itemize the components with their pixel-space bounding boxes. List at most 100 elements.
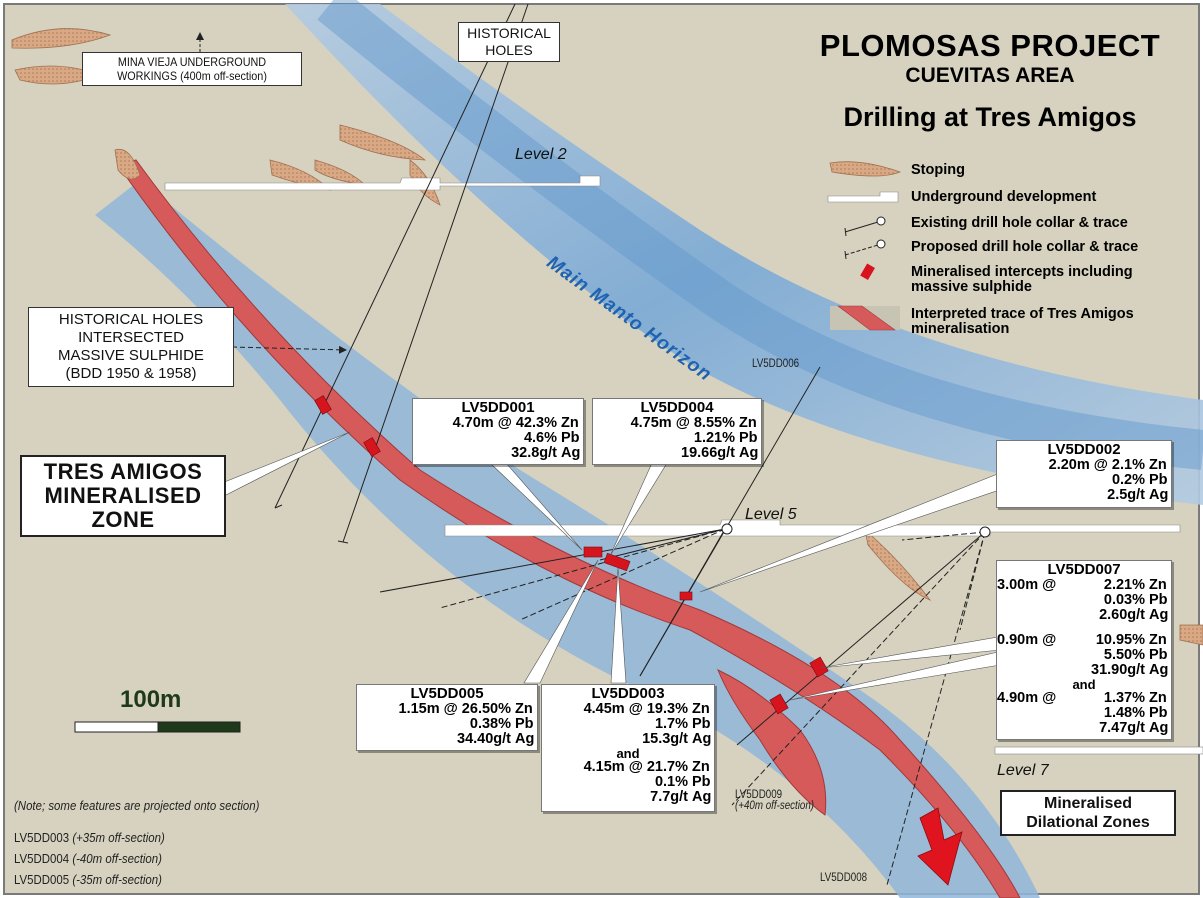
historical-sulphide-line1: HISTORICAL HOLES (58, 311, 204, 328)
main-manto-horizon (285, 4, 1203, 505)
and-separator: and (616, 746, 640, 761)
assay-row: 1.48%Pb (1103, 705, 1168, 721)
zone-line1: TRES AMIGOS (43, 459, 203, 484)
legend-existing: Existing drill hole collar & trace (911, 215, 1128, 231)
legend-existing-line (844, 221, 879, 233)
assay-row: 4.15m @ 21.7%Zn (583, 759, 710, 775)
assay-row: 0.1%Pb (654, 774, 711, 790)
hole-id: LV5DD005 (410, 685, 484, 702)
stoping-shapes (11, 28, 1203, 646)
legend-symbols (827, 161, 902, 331)
lv5dd006-label: LV5DD006 (752, 358, 800, 370)
lv5dd008-label: LV5DD008 (820, 872, 868, 884)
legend-proposed: Proposed drill hole collar & trace (911, 239, 1139, 255)
historical-holes-line2: HOLES (485, 42, 533, 58)
note-dd004-offset: (-40m off-section) (72, 851, 162, 866)
level5-collar (721, 523, 733, 535)
mina-vieja-line2: WORKINGS (400m off-section) (117, 69, 267, 83)
mina-vieja-label: MINA VIEJA UNDERGROUND WORKINGS (400m of… (82, 52, 302, 86)
historical-holes-label: HISTORICAL HOLES (458, 22, 560, 62)
note-dd003-offset: (+35m off-section) (72, 830, 165, 845)
dil-line2: Dilational Zones (1026, 814, 1150, 831)
assay-row: 4.45m @ 19.3%Zn (583, 701, 710, 717)
lv5dd009-offset: (+40m off-section) (735, 800, 815, 812)
hole-id: LV5DD003 (591, 685, 665, 702)
zone-line2: MINERALISED (44, 483, 202, 508)
callout-leaders (211, 431, 1006, 701)
lv5dd009-id: LV5DD009 (735, 789, 783, 801)
hole-id: LV5DD004 (640, 399, 714, 416)
assay-row: 0.90m @10.95%Zn (997, 632, 1167, 648)
level5-development (444, 519, 1181, 537)
assay-row: 1.21%Pb (693, 430, 758, 446)
dil-line1: Mineralised (1043, 795, 1133, 812)
tres-amigos-zone-label: TRES AMIGOS MINERALISED ZONE (20, 455, 226, 537)
assay-row: 0.2%Pb (1111, 472, 1168, 488)
right-collar (979, 526, 991, 538)
legend-underground-swatch (827, 191, 899, 203)
legend-intercept-swatch (860, 263, 875, 281)
assay-row: 4.70m @ 42.3%Zn (452, 415, 579, 431)
level2-label: Level 2 (515, 146, 567, 163)
note-dd004-id: LV5DD004 (14, 851, 70, 866)
note-dd004: LV5DD004 (-40m off-section) (14, 851, 162, 866)
lv5dd009-label: LV5DD009 (+40m off-section) (735, 789, 815, 812)
scale-bar (74, 721, 241, 733)
assay-box-lv5dd005: LV5DD005 1.15m @ 26.50%Zn 0.38%Pb 34.40g… (356, 684, 538, 751)
note-dd005-offset: (-35m off-section) (72, 872, 162, 887)
legend-trace-line2: mineralisation (911, 321, 1010, 337)
hole-id: LV5DD007 (1047, 561, 1121, 578)
intercept-markers (314, 395, 829, 715)
legend-stoping-swatch (829, 161, 902, 177)
historical-sulphide-line3: MASSIVE SULPHIDE (58, 347, 204, 364)
assay-row: 4.75m @ 8.55%Zn (630, 415, 757, 431)
historical-sulphide-arrow (231, 345, 347, 354)
dilational-zones-label: Mineralised Dilational Zones (1000, 790, 1176, 836)
down-dip-arrow (917, 807, 963, 886)
assay-row: 0.03%Pb (1103, 592, 1168, 608)
main-manto-core (317, 0, 1203, 470)
assay-row: 5.50%Pb (1103, 647, 1168, 663)
assay-row: 1.7%Pb (654, 716, 711, 732)
and-separator: and (1072, 677, 1096, 692)
legend-trace-line1: Interpreted trace of Tres Amigos (911, 306, 1134, 322)
assay-row: 0.38%Pb (469, 716, 534, 732)
historical-holes-line1: HISTORICAL (467, 25, 551, 41)
level2-development (164, 175, 601, 191)
tres-amigos-trace (117, 159, 1021, 898)
legend-underground: Underground development (911, 189, 1097, 205)
assay-row: 1.15m @ 26.50%Zn (398, 701, 533, 717)
level7-development (994, 746, 1203, 755)
diagram-subtitle: Drilling at Tres Amigos (843, 102, 1137, 132)
project-title: PLOMOSAS PROJECT (819, 28, 1161, 63)
zone-line3: ZONE (91, 507, 155, 532)
assay-row: 2.20m @ 2.1%Zn (1048, 457, 1167, 473)
legend-intercepts-line1: Mineralised intercepts including (911, 264, 1133, 280)
historical-sulphide-line4: (BDD 1950 & 1958) (65, 365, 197, 382)
level5-drill-traces (379, 366, 821, 677)
legend-intercepts-line2: massive sulphide (911, 279, 1032, 295)
legend-stoping: Stoping (911, 162, 965, 178)
note-dd005: LV5DD005 (-35m off-section) (14, 872, 162, 887)
note-dd003: LV5DD003 (+35m off-section) (14, 830, 165, 845)
area-title: CUEVITAS AREA (905, 64, 1075, 87)
hole-id: LV5DD002 (1047, 441, 1121, 458)
note-projection: (Note; some features are projected onto … (14, 798, 260, 813)
assay-row: 4.90m @1.37%Zn (997, 690, 1167, 706)
historical-sulphide-label: HISTORICAL HOLES INTERSECTED MASSIVE SUL… (28, 307, 234, 387)
note-dd005-id: LV5DD005 (14, 872, 70, 887)
